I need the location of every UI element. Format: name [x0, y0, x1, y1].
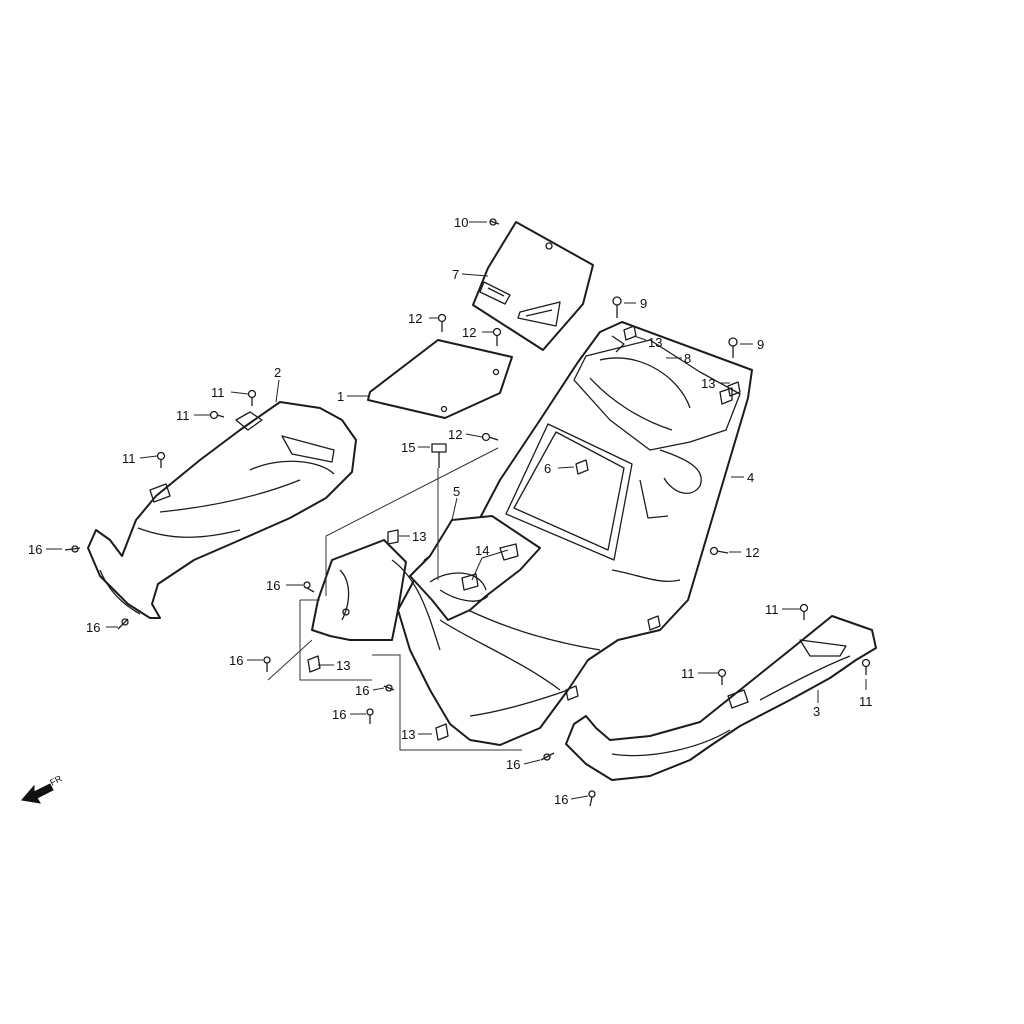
- callout-leaders: [46, 221, 867, 800]
- callout-5: 5: [453, 484, 460, 499]
- bolt-11f: [861, 658, 871, 675]
- fasteners: [64, 218, 871, 807]
- callout-11: 11: [211, 385, 225, 400]
- clip-6: [575, 459, 589, 475]
- clip-13e: [435, 723, 449, 741]
- bolt-11b: [209, 410, 225, 420]
- callout-7: 7: [452, 267, 459, 282]
- part-7-cover-panel: [472, 221, 594, 351]
- callout-11: 11: [859, 694, 873, 709]
- callout-16: 16: [229, 653, 243, 668]
- part-2-left-side-cover: [87, 401, 357, 619]
- bolt-12a: [437, 313, 447, 332]
- bolt-12b: [492, 327, 502, 346]
- callout-10: 10: [454, 215, 468, 230]
- bolt-16d: [263, 656, 271, 672]
- bolt-11c: [156, 451, 166, 468]
- clip-13d: [307, 655, 321, 673]
- callout-11: 11: [176, 408, 190, 423]
- callout-13: 13: [412, 529, 426, 544]
- bolt-15: [431, 443, 447, 468]
- clip-13c: [387, 529, 399, 545]
- bolt-11e: [717, 668, 727, 685]
- callout-12: 12: [745, 545, 759, 560]
- callout-3: 3: [813, 704, 820, 719]
- part-3-right-side-cover: [565, 615, 877, 781]
- callout-12: 12: [462, 325, 476, 340]
- bolt-9a: [612, 296, 622, 318]
- callout-15: 15: [401, 440, 415, 455]
- callout-1: 1: [337, 389, 344, 404]
- bolt-9b: [728, 337, 738, 358]
- callout-16: 16: [554, 792, 568, 807]
- bolt-16g: [540, 752, 555, 761]
- callout-13: 13: [701, 376, 715, 391]
- callout-11: 11: [765, 602, 779, 617]
- bolt-16c: [303, 581, 315, 593]
- callout-16: 16: [28, 542, 42, 557]
- bolt-16h: [588, 790, 596, 807]
- bolt-16f: [366, 708, 374, 724]
- callout-13: 13: [336, 658, 350, 673]
- callout-11: 11: [681, 666, 695, 681]
- front-direction-marker: FR: [21, 773, 64, 804]
- callout-16: 16: [266, 578, 280, 593]
- callout-8: 8: [684, 351, 691, 366]
- callout-13: 13: [648, 335, 662, 350]
- callout-6: 6: [544, 461, 551, 476]
- part-1-lid: [367, 339, 513, 419]
- callout-9: 9: [757, 337, 764, 352]
- callout-16: 16: [355, 683, 369, 698]
- callout-13: 13: [401, 727, 415, 742]
- callout-9: 9: [640, 296, 647, 311]
- callout-16: 16: [506, 757, 520, 772]
- bolt-12d: [709, 546, 729, 556]
- bolt-11d: [799, 603, 809, 620]
- bolt-16b: [117, 618, 129, 630]
- callout-16: 16: [332, 707, 346, 722]
- clip-13a: [623, 325, 637, 341]
- bolt-10: [489, 218, 500, 226]
- bolt-16e: [383, 684, 395, 692]
- bolt-12c: [481, 432, 499, 442]
- callout-labels: 10 7 9 9 12 12 12 12 13 8 13 1 2 11 11 1…: [28, 215, 873, 807]
- callout-14: 14: [475, 543, 489, 558]
- callout-11: 11: [122, 451, 136, 466]
- front-arrow-icon: [21, 783, 54, 804]
- callout-12: 12: [408, 311, 422, 326]
- clip-13b: [727, 381, 741, 397]
- callout-2: 2: [274, 365, 281, 380]
- callout-12: 12: [448, 427, 462, 442]
- bolt-11a: [247, 389, 257, 406]
- bolt-16a: [64, 545, 81, 553]
- part-4-rear-body: [397, 321, 753, 746]
- callout-16: 16: [86, 620, 100, 635]
- callout-4: 4: [747, 470, 754, 485]
- part-5-inner-panel: [409, 515, 541, 621]
- assembly-guide-lines: [267, 447, 522, 751]
- left-inner-side-panel: [311, 539, 441, 651]
